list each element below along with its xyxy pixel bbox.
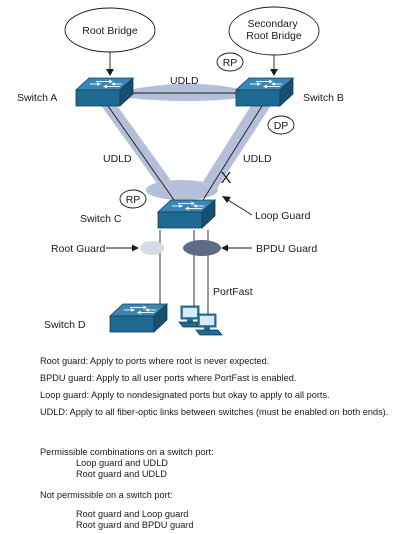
dp-label: DP [274, 120, 289, 132]
bpdu-guard-arrowhead [221, 244, 228, 252]
root-guard-label: Root Guard [51, 243, 105, 255]
not-permissible-section: Not permissible on a switch port: Root g… [40, 490, 193, 531]
portfast-label: PortFast [213, 286, 253, 298]
rp-c-bubble [119, 189, 147, 209]
root-bridge-arrowhead [106, 69, 114, 76]
not-permissible-item: Root guard and Loop guard [76, 509, 189, 519]
switch-c-icon [157, 199, 216, 229]
switch-c-label: Switch C [80, 213, 122, 225]
guard-definitions: Root guard: Apply to ports where root is… [40, 356, 388, 418]
permissible-item: Root guard and UDLD [76, 469, 167, 479]
permissible-item: Loop guard and UDLD [76, 458, 168, 468]
rp-c-label: RP [126, 194, 141, 206]
udld-note: UDLD: Apply to all fiber-optic links bet… [40, 407, 389, 417]
switch-d-icon [109, 303, 168, 333]
switch-b-label: Switch B [303, 92, 344, 104]
band-junction [146, 180, 218, 200]
bpdu-guard-oval [183, 240, 221, 256]
not-permissible-heading: Not permissible on a switch port: [40, 490, 173, 500]
loop-guard-arrowhead [222, 196, 231, 203]
rp-top-bubble [216, 52, 244, 72]
switch-b-icon [235, 77, 294, 107]
link-bands [100, 83, 272, 200]
rp-top-label: RP [223, 57, 238, 69]
secondary-root-line1: Secondary [247, 18, 298, 30]
blocked-port-mark: X [221, 170, 232, 187]
link-lines [107, 92, 263, 316]
loop-guard-note: Loop guard: Apply to nondesignated ports… [40, 390, 330, 400]
dp-bubble [267, 115, 295, 135]
root-bridge-label: Root Bridge [82, 25, 138, 37]
bpdu-guard-note: BPDU guard: Apply to all user ports wher… [40, 373, 297, 383]
network-diagram: Root Bridge Secondary Root Bridge Switch… [17, 6, 344, 336]
udld-top-label: UDLD [170, 75, 199, 87]
band-b-c [194, 104, 272, 196]
permissible-section: Permissible combinations on a switch por… [40, 447, 214, 480]
not-permissible-item: Root guard and BPDU guard [76, 520, 194, 530]
bpdu-guard-label: BPDU Guard [256, 243, 317, 255]
link-b-c [202, 105, 263, 201]
band-a-b [128, 83, 240, 101]
root-guard-oval [140, 241, 164, 255]
loop-guard-label: Loop Guard [255, 210, 311, 222]
root-guard-arrowhead [132, 244, 139, 252]
switch-d-label: Switch D [44, 319, 86, 331]
secondary-root-arrowhead [270, 69, 278, 76]
root-guard-note: Root guard: Apply to ports where root is… [40, 356, 270, 366]
pc-icon-2 [195, 313, 223, 336]
udld-left-label: UDLD [103, 153, 132, 165]
permissible-heading: Permissible combinations on a switch por… [40, 447, 214, 457]
loop-guard-pointer [227, 199, 253, 216]
band-a-c [100, 104, 182, 196]
link-a-c [107, 105, 175, 201]
secondary-root-label: Secondary Root Bridge [246, 18, 302, 42]
udld-right-label: UDLD [243, 153, 272, 165]
secondary-root-line2: Root Bridge [246, 30, 302, 42]
switch-a-label: Switch A [17, 92, 57, 104]
switch-a-icon [75, 77, 134, 107]
